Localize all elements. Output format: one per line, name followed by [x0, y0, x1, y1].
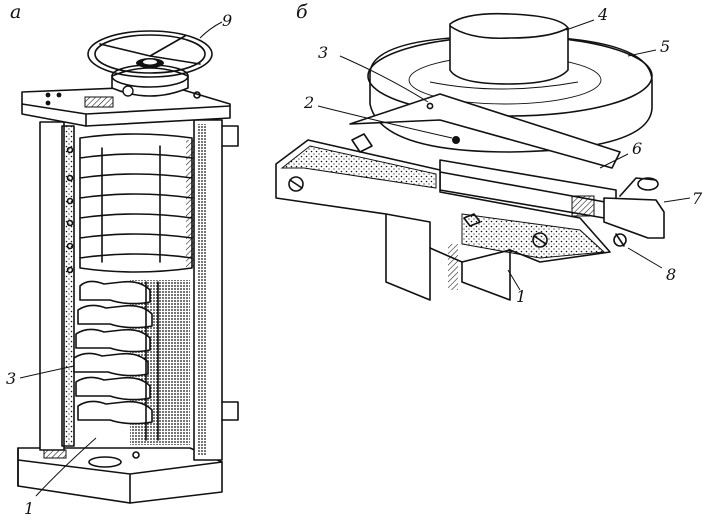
label-arm: 6	[632, 139, 642, 158]
label-handwheel: 9	[222, 11, 232, 30]
switch-element-assembly: 4 5 3 2 6 7 8 1 б	[275, 1, 703, 306]
base-frame	[275, 139, 611, 301]
contact-tip	[603, 197, 665, 239]
panel-a-letter: а	[10, 1, 21, 23]
handwheel-rim	[87, 30, 213, 78]
label-lever: 3	[318, 43, 328, 62]
label-screw: 8	[666, 265, 676, 284]
knob	[449, 12, 569, 85]
drum-stack	[79, 133, 194, 273]
label-contacts-a: 1	[24, 499, 34, 518]
column-holes	[66, 146, 74, 274]
label-knob: 4	[597, 5, 608, 24]
label-disc: 5	[660, 37, 670, 56]
label-pin: 2	[303, 93, 314, 112]
label-cams-a: 3	[6, 369, 16, 388]
label-base-b: 1	[516, 287, 526, 306]
panel-b-letter: б	[296, 1, 308, 23]
label-spring-stop: 7	[692, 189, 703, 208]
left-column	[39, 121, 65, 451]
cam-stack	[73, 280, 190, 445]
controller-assembly: 9 3 1 а	[6, 1, 239, 518]
